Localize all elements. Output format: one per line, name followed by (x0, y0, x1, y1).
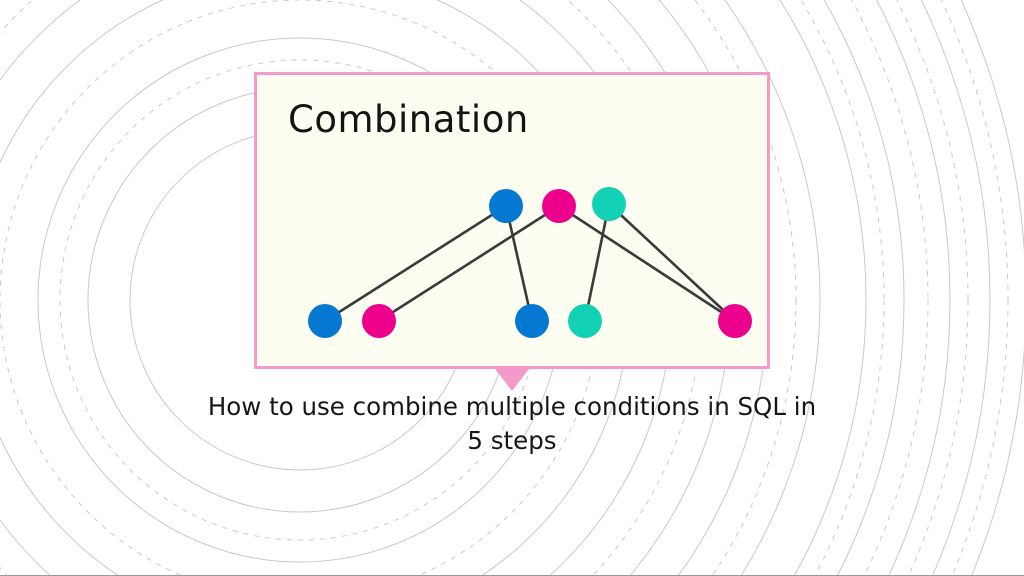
card-pointer-triangle (495, 369, 529, 391)
graph-node-blue (489, 189, 523, 223)
graph-node-magenta (718, 304, 752, 338)
graph-node-blue (308, 304, 342, 338)
graph-node-teal (568, 304, 602, 338)
caption-line-2: 5 steps (467, 426, 557, 455)
card-title: Combination (288, 98, 529, 141)
content-card: Combination (254, 72, 770, 369)
slide-caption: How to use combine multiple conditions i… (112, 390, 912, 458)
combination-network-graph (308, 187, 752, 338)
graph-edge (504, 204, 534, 323)
caption-line-1: How to use combine multiple conditions i… (207, 392, 817, 421)
graph-edge (607, 202, 737, 323)
graph-edge (557, 204, 737, 323)
graph-node-magenta (542, 189, 576, 223)
graph-edge (583, 202, 611, 323)
graph-edge (377, 204, 561, 323)
graph-edge (323, 204, 508, 323)
graph-node-magenta (362, 304, 396, 338)
graph-node-teal (592, 187, 626, 221)
graph-edges (323, 202, 737, 323)
graph-nodes (308, 187, 752, 338)
graph-node-blue (515, 304, 549, 338)
